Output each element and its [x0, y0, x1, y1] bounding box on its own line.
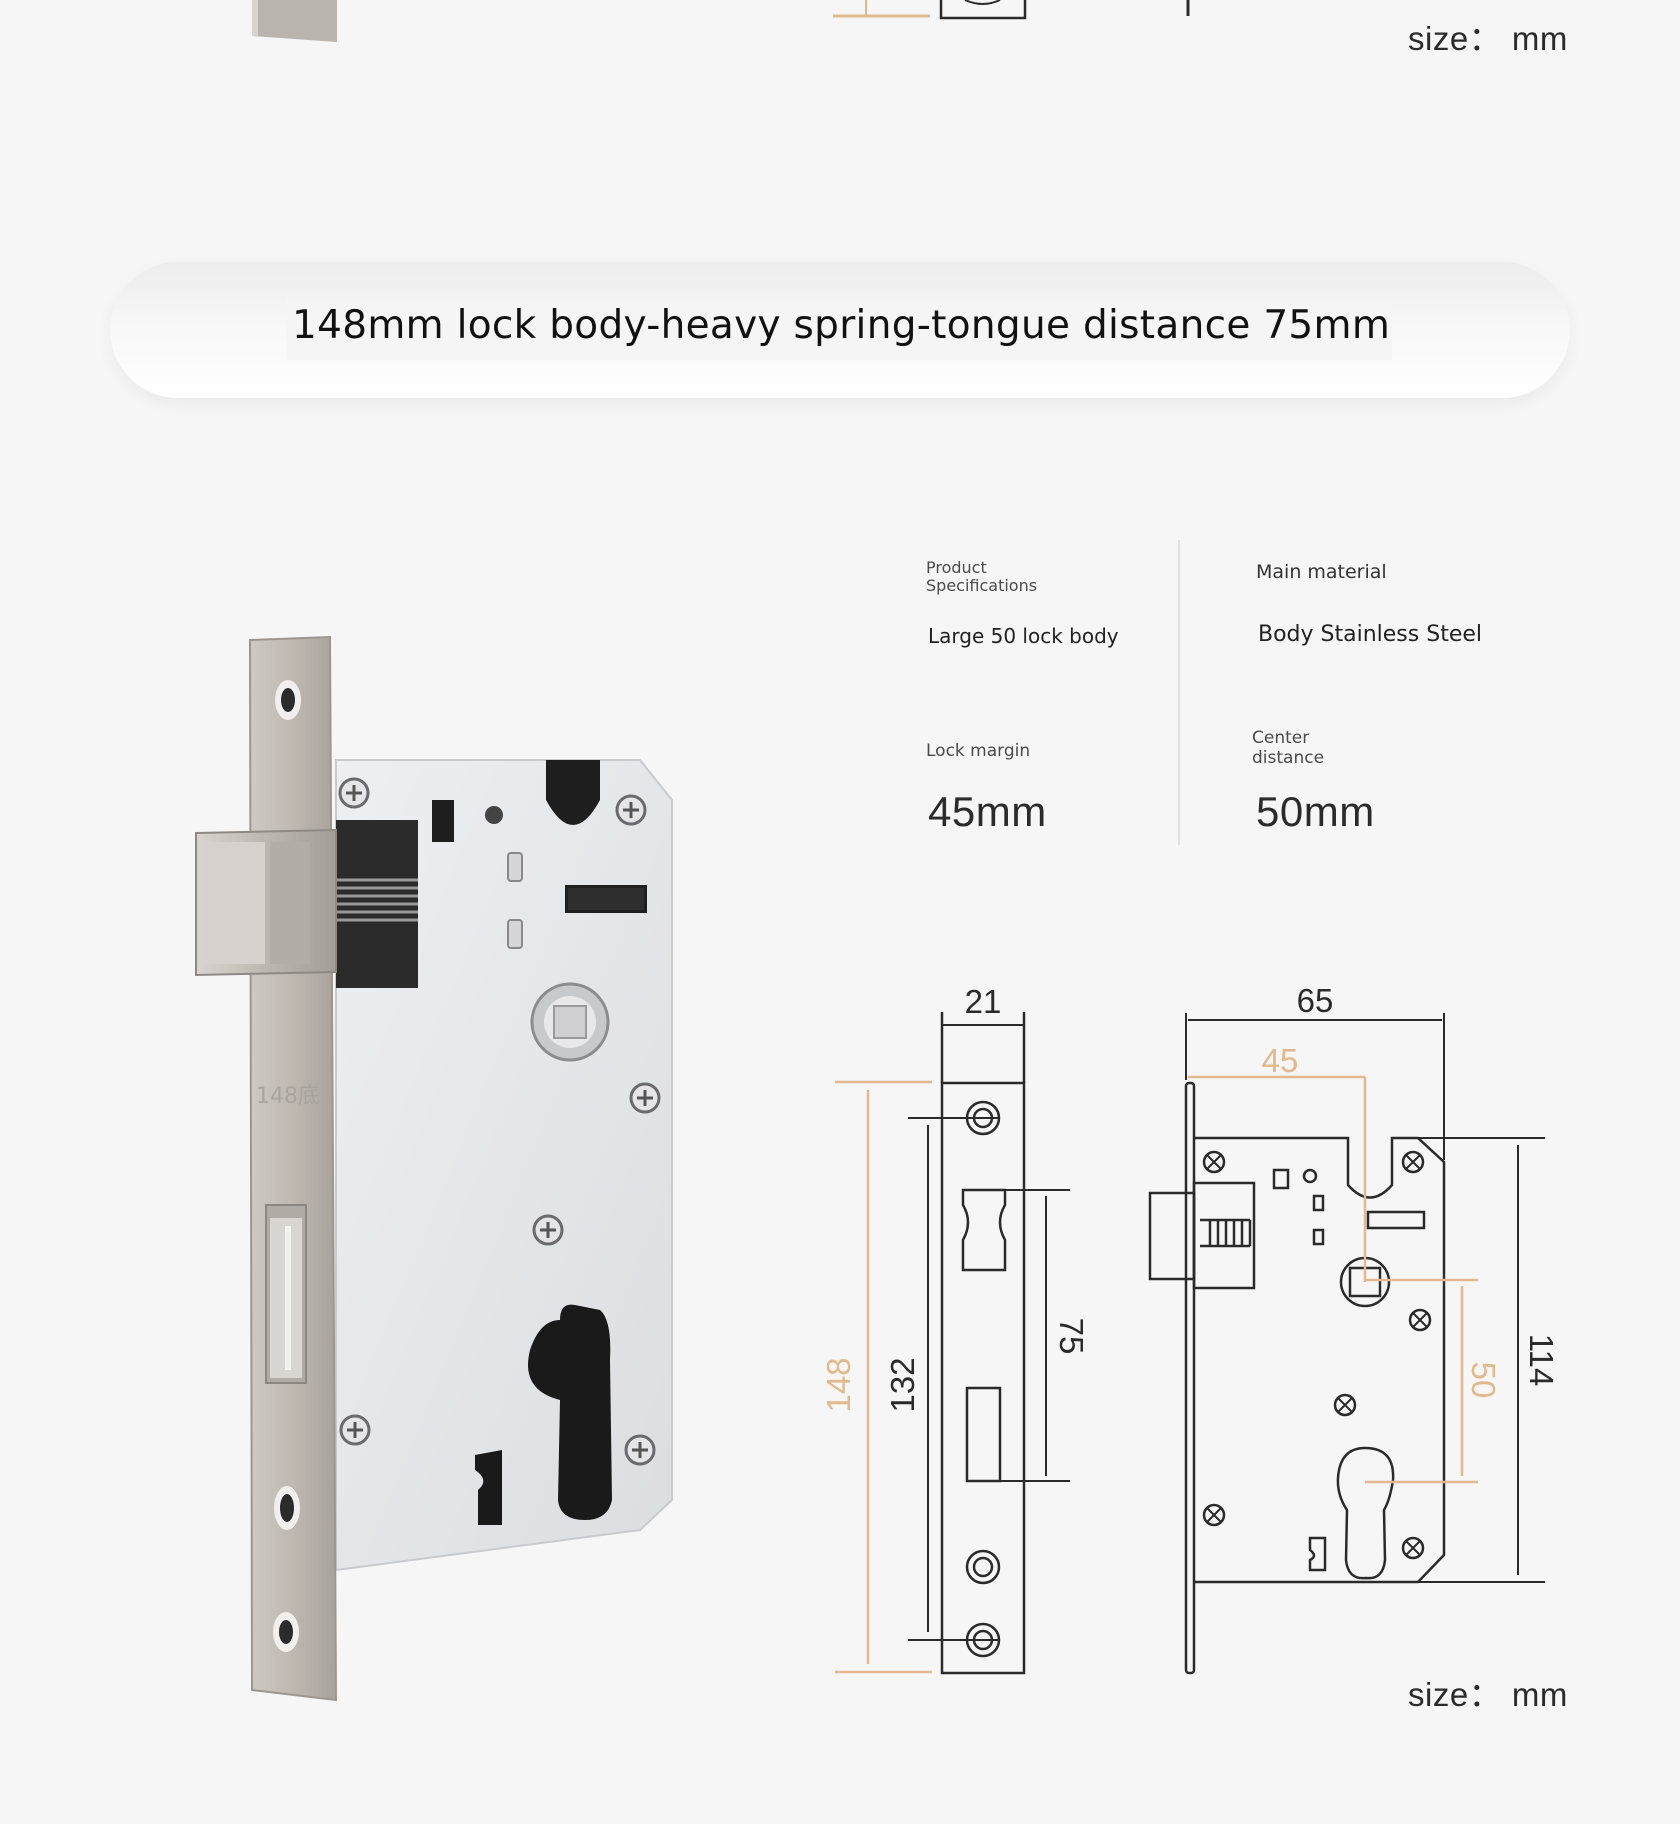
spec-product-label: Product Specifications: [926, 558, 1038, 595]
dim-center-distance: 50: [1465, 1362, 1502, 1399]
dim-backset: 45: [1262, 1042, 1299, 1079]
previous-drawing-fragment: [252, 0, 1190, 42]
banner-title: 148mm lock body-heavy spring-tongue dist…: [286, 298, 1392, 360]
spec-product-value: Large 50 lock body: [928, 624, 1119, 648]
size-unit-note-bottom: size： mm: [1408, 1676, 1568, 1713]
dim-spring-tongue: 75: [1053, 1318, 1090, 1355]
spec-center-value: 50mm: [1256, 788, 1375, 835]
body-screws: [338, 777, 661, 1466]
dim-body-width: 65: [1297, 982, 1334, 1019]
faceplate-view: [940, 1012, 1026, 1675]
dim-faceplate-length: 148: [820, 1357, 857, 1412]
dim-screw-spacing: 132: [884, 1357, 921, 1412]
lock-body-photo: 148底: [180, 620, 700, 1710]
side-view: [1148, 1081, 1446, 1675]
dim-body-height: 114: [1523, 1334, 1560, 1387]
spec-material-value: Body Stainless Steel: [1258, 622, 1482, 647]
size-unit-note-top: size： mm: [1408, 20, 1568, 57]
spec-margin-value: 45mm: [928, 788, 1047, 835]
spec-margin-label: Lock margin: [926, 741, 1031, 761]
spec-center-label: Center distance: [1252, 728, 1325, 768]
technical-drawing: 21 132 75 148: [800, 960, 1560, 1680]
spec-material-label: Main material: [1256, 561, 1387, 583]
dim-faceplate-width: 21: [965, 983, 1002, 1020]
faceplate-stamp: 148底: [256, 1084, 320, 1109]
previous-section-remnant: [0, 0, 1680, 60]
spec-divider: [1178, 540, 1180, 845]
